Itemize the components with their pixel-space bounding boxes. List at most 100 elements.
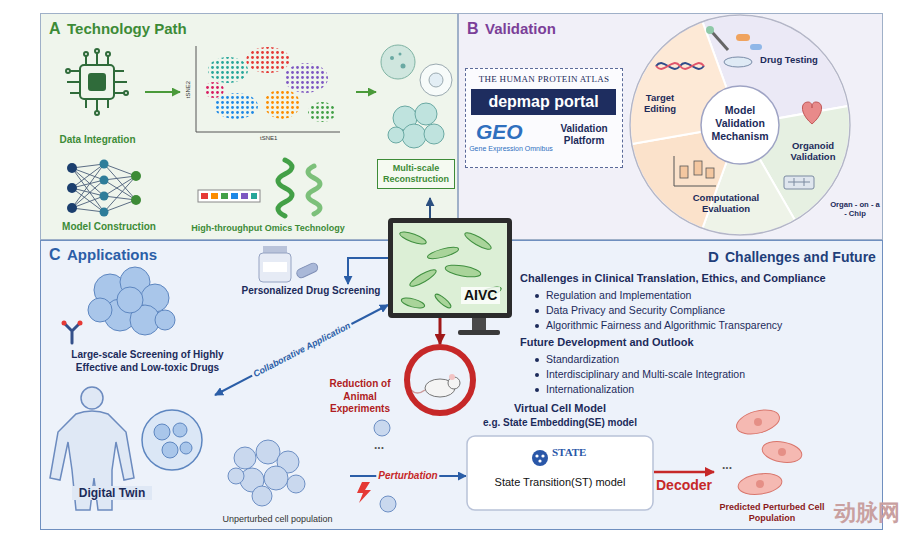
dna-icon: [656, 63, 704, 69]
icon-node: Multi-scale Reconstruction: [376, 42, 456, 198]
drug-bottle: [259, 246, 319, 282]
node-text: Future Development and Outlook: [520, 336, 878, 349]
node-text: Regulation and Implementation: [546, 289, 876, 302]
model-box: Virtual Cell Modele.g. State Embedding(S…: [466, 402, 654, 512]
drug-bottle: [259, 253, 291, 282]
drug-bottle: [263, 262, 287, 272]
edge-label: Perturbation: [376, 470, 439, 482]
node-text: AIVC: [461, 287, 500, 304]
circuit-icon: [67, 53, 127, 111]
node-text: Model Validation Mechanism: [708, 104, 772, 143]
node-text: GEO: [476, 119, 523, 144]
drug-icon: [706, 26, 714, 34]
logo-icon: [532, 450, 548, 466]
lightning-icon: [357, 482, 371, 503]
chip-icon: [784, 176, 814, 189]
twin-node: Digital Twin: [48, 385, 215, 512]
tsne-plot: [214, 93, 258, 119]
network-icon: [67, 203, 77, 213]
node-text: Target Editing: [636, 92, 684, 115]
cell-cluster: [228, 420, 396, 512]
tsne-plot: [246, 47, 290, 73]
boxplot-icon: [680, 166, 688, 178]
cell-cluster: [117, 287, 143, 313]
boxplot-icon: [694, 161, 702, 175]
node-text: State Transition(ST) model: [472, 476, 648, 489]
perturbed-cells: [734, 406, 782, 439]
circuit-icon: [95, 49, 99, 53]
circuit-icon: [124, 91, 128, 95]
node-text: depmap portal: [471, 89, 616, 115]
cell-figure: [381, 45, 452, 148]
mouse-icon: [411, 390, 425, 393]
reduction-node: Reduction of Animal Experiments: [326, 344, 480, 420]
drug-icon: [724, 57, 752, 67]
network-icon: [67, 160, 141, 217]
drug-icon: [706, 26, 762, 67]
node-text: Internationalization: [546, 383, 876, 396]
omics-strip: [201, 193, 208, 199]
node-text: A: [49, 19, 61, 38]
cell-figure: [399, 53, 402, 56]
edge-label: Collaborative Application: [249, 319, 354, 380]
cell-cluster: [380, 496, 396, 512]
node-text: Applications: [67, 246, 157, 264]
screen-cell: [398, 229, 427, 246]
chip-icon: [788, 178, 810, 186]
cell-population: Unperturbed cell population: [205, 436, 350, 528]
boxplot-icon: [674, 156, 716, 186]
omics-strip: [241, 193, 248, 199]
cell-figure: [420, 64, 452, 96]
cell-cluster: [234, 447, 256, 469]
cell-figure: [429, 73, 443, 87]
node-text: Challenges in Clinical Translation, Ethi…: [520, 272, 878, 285]
circuit-icon: [95, 111, 99, 115]
bullet-dot: [535, 358, 539, 362]
node-text: Data Integration: [50, 134, 145, 146]
node-text: C: [49, 245, 61, 264]
cell-cluster: [88, 267, 175, 335]
drug-icon: [712, 32, 728, 50]
antibody-icon: [62, 321, 83, 344]
tsne-plot: [196, 46, 340, 132]
network-icon: [100, 176, 109, 185]
cell-cluster: [88, 298, 112, 322]
axis-label: tSNE2: [185, 81, 192, 98]
node-text: Personalized Drug Screening: [238, 285, 384, 297]
network-icon: [100, 160, 109, 169]
node-text: Gene Expression Omnibus: [469, 145, 553, 153]
cell-cluster: [228, 468, 244, 484]
omics-strip: [251, 193, 257, 199]
monitor-stand: [458, 330, 500, 335]
cell-cluster: [155, 310, 175, 330]
dna-icon: [656, 63, 704, 69]
twin-cells: [142, 410, 202, 470]
boxplot-icon: [706, 168, 714, 178]
perturbed-cells: [737, 471, 783, 497]
node-text: Algorithmic Fairness and Algorithmic Tra…: [546, 319, 876, 332]
organoid-icon: [802, 102, 821, 124]
connector-arrow: [145, 91, 180, 93]
cell-cluster: [256, 440, 280, 464]
edge-label: Decoder: [654, 477, 714, 494]
cell-cluster: [374, 420, 390, 436]
twin-cells: [180, 442, 192, 454]
cell-cluster: [252, 486, 272, 506]
network-icon: [131, 195, 141, 205]
connector-arrow: [429, 198, 431, 218]
validation-sectors: [630, 15, 850, 235]
antibody-icon: [78, 321, 83, 326]
node-text: Organoid Validation: [788, 140, 838, 163]
platform-box: THE HUMAN PROTEIN ATLASdepmap portalGEOG…: [465, 68, 623, 168]
mouse-icon: [411, 374, 460, 397]
logo-icon: [535, 454, 538, 457]
dna-icon: [656, 63, 704, 69]
omics-strip: [231, 193, 238, 199]
node-text: Digital Twin: [72, 486, 152, 500]
cell-figure: [381, 45, 415, 79]
panel: BValidationTHE HUMAN PROTEIN ATLASdepmap…: [458, 13, 883, 240]
network-icon: [131, 171, 141, 181]
network-icon: [72, 164, 136, 212]
panel: DChallenges and FutureChallenges in Clin…: [518, 246, 880, 398]
cell-cluster: [287, 475, 305, 493]
